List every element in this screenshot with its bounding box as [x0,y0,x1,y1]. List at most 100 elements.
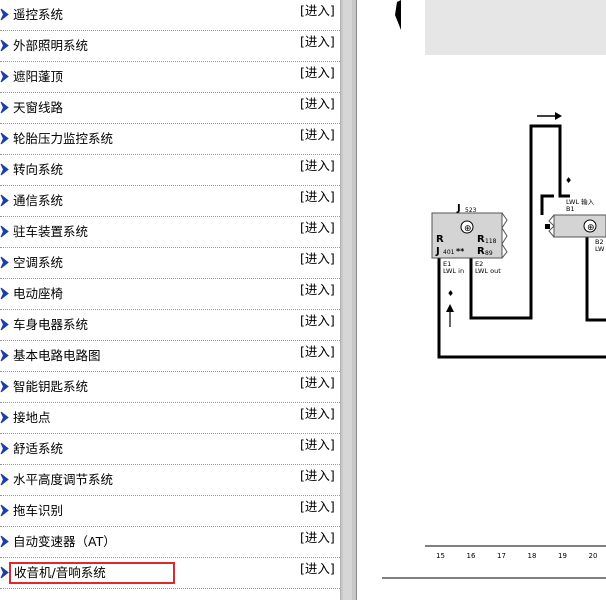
arrow-right-icon [0,8,9,21]
arrow-right-icon [0,194,9,207]
connector-e1-code: E1 [443,260,451,268]
enter-link[interactable]: [进入] [300,313,335,328]
arrow-right-icon [0,535,9,548]
arrow-right-icon [0,442,9,455]
list-item-label[interactable]: 遮阳蓬顶 [13,69,64,84]
connector-e1-text: LWL in [443,267,464,275]
enter-link[interactable]: [进入] [300,251,335,266]
j523-r89-sub: 89 [485,250,493,257]
list-item[interactable]: 接地点 [进入] [0,403,340,434]
list-item[interactable]: 转向系统 [进入] [0,155,340,186]
enter-link[interactable]: [进入] [300,499,335,514]
grid-number: 20 [589,552,598,560]
list-item[interactable]: 自动变速器（AT） [进入] [0,527,340,558]
enter-link[interactable]: [进入] [300,344,335,359]
list-item[interactable]: 基本电路电路图 [进入] [0,341,340,372]
wiring-diagram-pane: ⊕ J 523 R J 401 ** R 118 R 89 E1 LWL in … [357,0,606,600]
module-radio-symbol-mark: ⊕ [587,223,595,233]
marker-diamond-2: ♦ [447,289,454,298]
module-j523-symbol [460,220,474,234]
list-item-label[interactable]: 轮胎压力监控系统 [13,131,114,146]
module-j523-symbol-mark: ⊕ [464,224,472,234]
list-item[interactable]: 遮阳蓬顶 [进入] [0,62,340,93]
list-item[interactable]: 智能钥匙系统 [进入] [0,372,340,403]
enter-link[interactable]: [进入] [300,282,335,297]
list-item[interactable]: 遥控系统 [进入] [0,0,340,31]
j523-r118-sub: 118 [485,238,497,245]
list-item[interactable]: 车身电器系统 [进入] [0,310,340,341]
list-item-label[interactable]: 水平高度调节系统 [13,472,114,487]
enter-link[interactable]: [进入] [300,530,335,545]
wire-b1 [540,194,554,215]
list-item[interactable]: 天窗线路 [进入] [0,93,340,124]
module-j523-break [501,212,508,259]
enter-link[interactable]: [进入] [300,34,335,49]
list-item-label[interactable]: 接地点 [13,410,51,425]
pane-splitter[interactable] [340,0,357,600]
arrow-right-icon [0,473,9,486]
list-item-label[interactable]: 收音机/音响系统 [9,562,175,584]
list-item[interactable]: 电动座椅 [进入] [0,279,340,310]
list-item-label[interactable]: 车身电器系统 [13,317,89,332]
list-item-label[interactable]: 转向系统 [13,162,64,177]
enter-link[interactable]: [进入] [300,406,335,421]
enter-link[interactable]: [进入] [300,220,335,235]
enter-link[interactable]: [进入] [300,158,335,173]
j523-j401: J [435,246,440,257]
list-item[interactable]: 收音机/音响系统 [进入] [0,558,340,589]
wire-e2 [469,124,570,320]
arrow-right-icon [0,349,9,362]
j523-r: R [436,234,444,245]
enter-link[interactable]: [进入] [300,96,335,111]
list-item-label[interactable]: 天窗线路 [13,100,64,115]
list-item[interactable]: 轮胎压力监控系统 [进入] [0,124,340,155]
arrow-right-icon [0,132,9,145]
enter-link[interactable]: [进入] [300,375,335,390]
list-item-label[interactable]: 基本电路电路图 [13,348,101,363]
enter-link[interactable]: [进入] [300,3,335,18]
diagram-header-block [425,0,606,55]
enter-link[interactable]: [进入] [300,437,335,452]
list-item-label[interactable]: 驻车装置系统 [13,224,89,239]
list-item-label[interactable]: 空调系统 [13,255,64,270]
arrow-right-icon [0,163,9,176]
module-radio-break [548,214,555,238]
up-arrow-head [446,304,454,312]
grid-number: 15 [436,552,445,560]
enter-link[interactable]: [进入] [300,127,335,142]
enter-link[interactable]: [进入] [300,189,335,204]
list-item[interactable]: 拖车识别 [进入] [0,496,340,527]
list-item-label[interactable]: 遥控系统 [13,7,64,22]
connector-e2-text: LWL out [475,267,501,275]
arrow-right-icon [0,504,9,517]
list-item[interactable]: 驻车装置系统 [进入] [0,217,340,248]
list-item-label[interactable]: 智能钥匙系统 [13,379,89,394]
connector-e2-code: E2 [475,260,483,268]
enter-link[interactable]: [进入] [300,561,335,576]
list-item[interactable]: 舒适系统 [进入] [0,434,340,465]
list-item[interactable]: 外部照明系统 [进入] [0,31,340,62]
connector-b1-code: B1 [566,205,575,213]
list-item-label[interactable]: 舒适系统 [13,441,64,456]
list-item-label[interactable]: 外部照明系统 [13,38,89,53]
list-item-label[interactable]: 通信系统 [13,193,64,208]
arrow-right-icon [0,101,9,114]
arrow-right-icon [0,318,9,331]
system-list: 遥控系统[进入]外部照明系统[进入]遮阳蓬顶[进入]天窗线路[进入]轮胎压力监控… [0,0,340,589]
grid-number: 17 [497,552,506,560]
list-item[interactable]: 通信系统 [进入] [0,186,340,217]
j523-title-sub: 523 [465,207,477,214]
enter-link[interactable]: [进入] [300,468,335,483]
splitter-track[interactable] [343,0,352,600]
j523-stars: ** [456,247,465,256]
connector-b2-code: B2 [595,238,604,246]
grid-number: 16 [467,552,476,560]
list-item[interactable]: 水平高度调节系统 [进入] [0,465,340,496]
list-item-label[interactable]: 自动变速器（AT） [13,534,116,549]
list-item-label[interactable]: 拖车识别 [13,503,64,518]
connector-b1-text: LWL 输入 [566,197,595,206]
j523-j401-sub: 401 [443,249,455,256]
enter-link[interactable]: [进入] [300,65,335,80]
list-item-label[interactable]: 电动座椅 [13,286,64,301]
list-item[interactable]: 空调系统 [进入] [0,248,340,279]
